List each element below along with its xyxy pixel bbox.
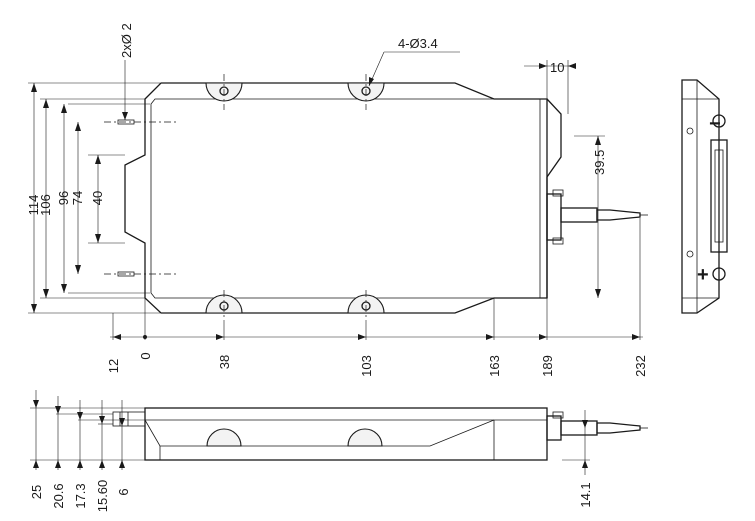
dim-40: 40	[90, 191, 105, 205]
side-mount-notch	[347, 428, 383, 447]
dim-z-25: 25	[29, 485, 44, 499]
dim-x-12: 12	[106, 359, 121, 373]
arrowhead	[113, 334, 640, 340]
dim-114: 114	[26, 195, 41, 216]
side-mount-notch	[206, 428, 242, 447]
arrowhead	[95, 155, 101, 243]
side-view-dimensions: 25 20.6 17.3 15.60 6 14.1	[29, 390, 593, 512]
mount-notch-bottom-left	[205, 294, 243, 314]
mount-notch-bottom-right	[347, 294, 385, 314]
plus-sign: +	[697, 264, 709, 286]
side-fiber-ferrule	[596, 422, 641, 434]
arrowhead	[539, 63, 576, 69]
connector-clip	[552, 189, 564, 197]
dim-96: 96	[56, 191, 71, 205]
side-bevel	[144, 419, 495, 447]
connector-clip	[552, 237, 564, 245]
dim-106: 106	[38, 194, 53, 216]
dim-x-163: 163	[487, 355, 502, 377]
end-view: − +	[681, 79, 728, 314]
dim-fiber-height: 14.1	[578, 482, 593, 507]
terminal-slot	[714, 149, 724, 243]
side-body-outline	[144, 407, 548, 461]
top-view-dimensions: 114 106 96 74 40 2xØ 2 4-Ø3.4 10 39.5	[26, 23, 648, 377]
hole-callout-small: 2xØ 2	[119, 23, 134, 58]
side-view	[112, 407, 648, 461]
dim-x-38: 38	[217, 355, 232, 369]
fiber-flange	[546, 98, 562, 298]
minus-terminal-icon	[712, 114, 726, 128]
side-pin	[112, 411, 146, 427]
arrowhead	[122, 112, 128, 120]
body-inner-outline	[150, 98, 541, 299]
fiber-ferrule	[596, 209, 641, 221]
dim-74: 74	[70, 191, 85, 205]
dim-x-232: 232	[633, 355, 648, 377]
plus-terminal-icon	[712, 267, 726, 281]
screw-icon	[686, 250, 694, 258]
dim-x-189: 189	[540, 355, 555, 377]
minus-sign: −	[709, 113, 721, 135]
dim-z-17-3: 17.3	[73, 483, 88, 508]
dim-fiber-offset: 39.5	[592, 150, 607, 175]
terminal-block	[710, 139, 728, 253]
body-outline	[124, 82, 548, 314]
dim-x-103: 103	[359, 355, 374, 377]
side-fiber-boot	[560, 420, 598, 436]
origin-dot	[143, 335, 147, 339]
hole-callout-mount: 4-Ø3.4	[398, 36, 438, 51]
dim-z-15-60: 15.60	[95, 480, 110, 513]
side-connector	[546, 415, 562, 441]
dim-x-0: 0	[138, 352, 153, 359]
fiber-connector-base	[546, 193, 562, 241]
dim-flange: 10	[550, 60, 564, 75]
dim-z-6: 6	[116, 488, 131, 495]
fiber-boot	[560, 207, 598, 223]
side-connector-clip	[552, 411, 564, 419]
arrowhead	[369, 77, 374, 86]
screw-icon	[686, 127, 694, 135]
dim-z-20-6: 20.6	[51, 483, 66, 508]
top-view	[104, 74, 648, 320]
